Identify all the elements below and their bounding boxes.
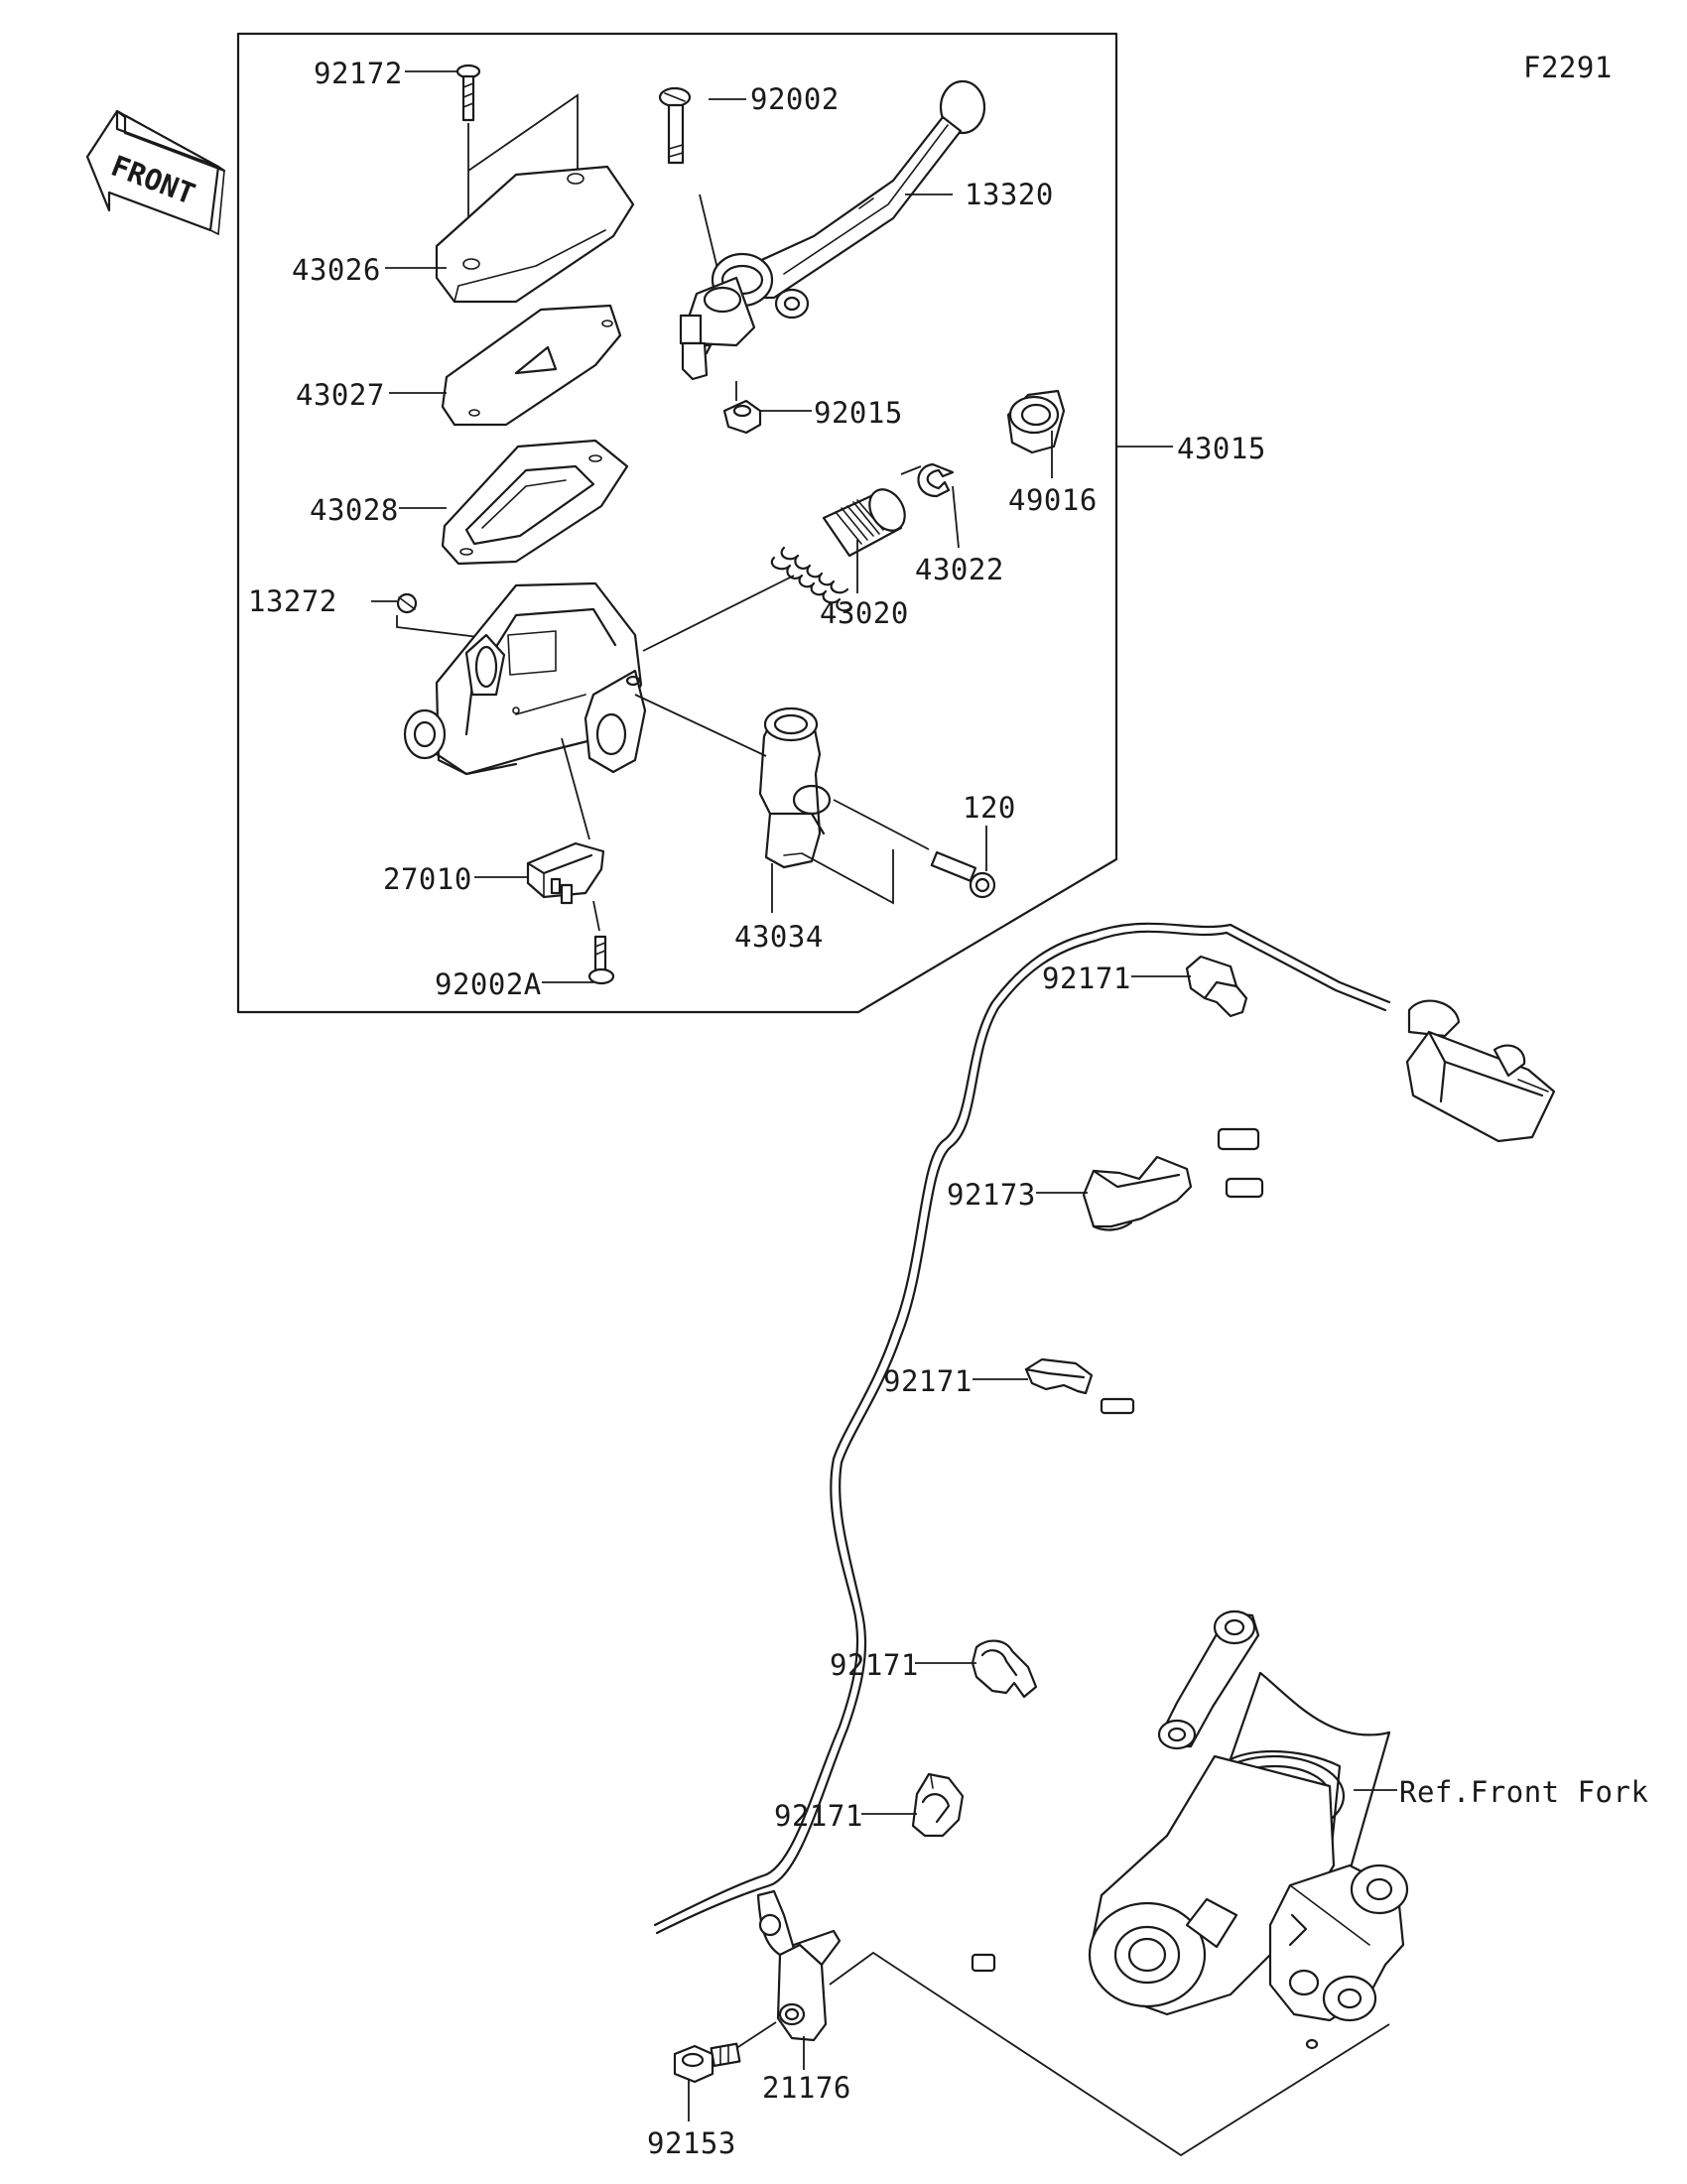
clamp-43034 (634, 694, 930, 905)
bolt-120 (930, 826, 996, 899)
clamp-92173 (1082, 1155, 1193, 1231)
boot-49016 (1006, 389, 1066, 454)
front-fork-caliper-mount (1088, 1609, 1409, 2050)
plate-43027 (441, 304, 622, 427)
part-label-43026: 43026 (292, 253, 381, 287)
clamp-92171-d (911, 1772, 965, 1838)
front-arrow-icon: FRONT (85, 109, 226, 235)
part-label-92015: 92015 (814, 396, 903, 430)
master-cylinder-body (403, 581, 647, 776)
part-label-43020: 43020 (820, 596, 909, 630)
part-label-92002: 92002 (750, 82, 840, 116)
part-label-92173: 92173 (947, 1178, 1036, 1212)
screw-92172 (455, 64, 579, 248)
part-label-92153: 92153 (647, 2126, 736, 2160)
part-label-43028: 43028 (310, 493, 399, 527)
clamp-92171-a (1185, 955, 1248, 1018)
part-label-13272: 13272 (248, 584, 337, 618)
bracket-21176 (723, 1929, 1390, 2157)
part-label-43015: 43015 (1177, 432, 1266, 465)
part-label-92171-b: 92171 (883, 1364, 973, 1398)
part-label-13320: 13320 (965, 178, 1054, 211)
diagram-code: F2291 (1523, 51, 1613, 84)
part-label-92171-d: 92171 (774, 1799, 863, 1833)
screw-92002A (587, 900, 615, 985)
part-label-43027: 43027 (296, 378, 385, 412)
clamp-92171-b (1024, 1357, 1094, 1395)
abs-sensor-wire (653, 922, 1556, 1973)
part-label-49016: 49016 (1008, 483, 1098, 517)
nut-92015 (722, 381, 762, 435)
part-label-43022: 43022 (915, 553, 1004, 586)
bolt-92153 (673, 2042, 741, 2084)
diaphragm-43028 (441, 439, 629, 566)
part-label-43034: 43034 (734, 920, 824, 954)
part-label-92171-c: 92171 (830, 1648, 919, 1682)
part-label-92172: 92172 (314, 57, 403, 90)
reservoir-cap-43026 (435, 165, 635, 304)
part-label-92171-a: 92171 (1042, 962, 1131, 995)
pivot-bolt-92002 (658, 86, 725, 299)
reference-label-front-fork: Ref.Front Fork (1399, 1775, 1648, 1809)
clamp-92171-c (971, 1639, 1038, 1699)
part-label-92002A: 92002A (435, 967, 542, 1001)
circlip-43022 (917, 462, 955, 498)
part-label-21176: 21176 (762, 2071, 851, 2105)
leader-lines (371, 70, 1191, 2121)
lever-13320 (679, 79, 986, 381)
part-label-120: 120 (963, 791, 1016, 825)
assembly-frame (236, 32, 1118, 1014)
switch-27010 (526, 737, 605, 905)
part-label-27010: 27010 (383, 862, 472, 896)
piston-kit-43020 (642, 465, 922, 652)
